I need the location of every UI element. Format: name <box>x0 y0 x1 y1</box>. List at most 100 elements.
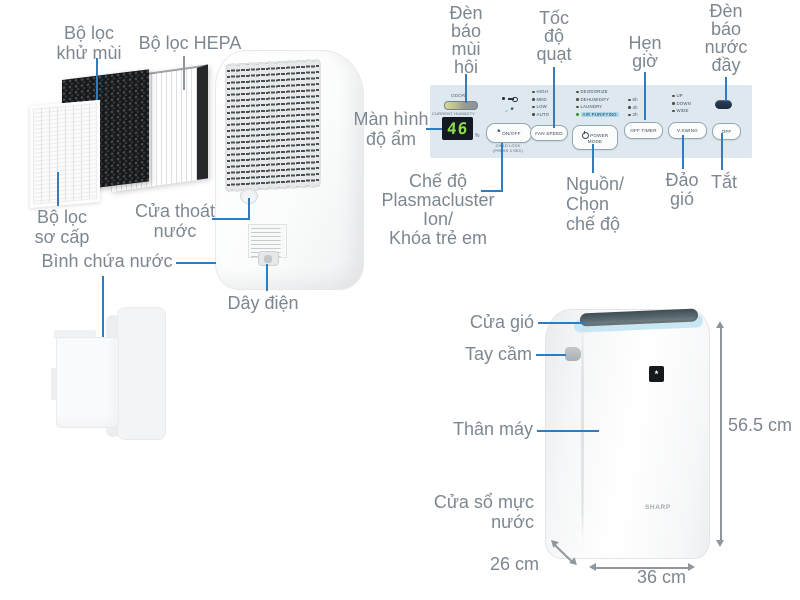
led-dot <box>672 109 675 112</box>
rating-label <box>248 224 287 258</box>
air-outlet-label: Cửa gió <box>469 312 534 332</box>
led-dot <box>672 94 675 97</box>
water-tank-image <box>56 337 119 428</box>
current-humidity-label: CURRENT HUMIDITY <box>432 111 476 116</box>
humidity-display-callout: Màn hình độ ẩm <box>353 109 429 149</box>
led-dot <box>532 105 535 108</box>
power-mode-button: POWER MODE <box>572 125 618 150</box>
plasmacluster-led <box>505 109 508 113</box>
leader-swing <box>682 135 684 169</box>
led-dot <box>672 102 675 105</box>
led-dot <box>532 98 535 101</box>
mode-indicators: DEODORIZE DEHUMIDIFY LAUNDRY AIR PURIFYI… <box>576 88 619 118</box>
odor-indicator-bar <box>444 101 478 110</box>
leader-tank-h <box>176 262 216 264</box>
water-tank-label: Bình chứa nước <box>41 251 173 271</box>
power-icon <box>581 131 589 139</box>
water-tank-notch <box>51 368 58 400</box>
leader-humidity-display <box>426 128 442 130</box>
leader-deodorizing-filter <box>96 58 98 100</box>
body-label: Thân máy <box>452 419 533 439</box>
pre-filter-image <box>30 99 100 208</box>
control-panel: ODOR CURRENT HUMIDITY 46 % * * ON/OFF CH… <box>430 85 752 158</box>
fan-speed-callout: Tốc độ quạt <box>536 8 572 64</box>
brand-logo: SHARP <box>645 504 671 511</box>
child-lock-indicator <box>502 96 518 102</box>
leader-plasmacluster-v <box>501 143 503 192</box>
power-cord-label: Dây điện <box>227 293 299 313</box>
width-dimension-line <box>596 567 689 569</box>
arrow-right-icon <box>688 563 695 571</box>
leader-air-outlet <box>538 322 586 324</box>
leader-handle <box>536 354 566 356</box>
off-timer-button: OFF TIMER <box>624 122 663 139</box>
leader-off <box>721 133 723 170</box>
plasmacluster-icon: * <box>510 106 514 115</box>
swing-callout: Đảo gió <box>665 170 699 209</box>
humidity-display: 46 <box>442 117 473 140</box>
height-value: 56.5 cm <box>728 415 793 435</box>
arrow-left-icon <box>589 563 596 571</box>
plasmacluster-icon: * <box>497 128 501 137</box>
percent-sign: % <box>475 133 480 139</box>
led-dot <box>628 98 631 101</box>
plasmacluster-indicator: * <box>505 106 514 115</box>
leader-water-full <box>725 77 727 101</box>
leader-pre-filter <box>57 172 59 206</box>
active-mode-indicator: AIR PURIFYING <box>576 111 619 119</box>
leader-body <box>537 430 599 432</box>
led-dot <box>628 106 631 109</box>
swing-indicators: UP DOWN WIDE <box>672 92 691 115</box>
leader-drain-h <box>212 218 250 220</box>
height-dimension-line <box>720 327 722 541</box>
leader-fan-speed <box>553 67 555 128</box>
led-dot <box>576 98 579 101</box>
water-window-label: Cửa sổ mực nước <box>433 492 534 532</box>
plasmacluster-badge: * <box>649 366 664 382</box>
odor-label: ODOR <box>451 93 466 98</box>
child-lock-caption: CHILD LOCK (PRESS 3 SEC) <box>492 144 524 153</box>
water-full-indicator <box>715 100 732 109</box>
water-tank-back-panel <box>117 307 166 440</box>
leader-cord <box>266 264 268 291</box>
led-dot <box>576 105 579 108</box>
off-callout: Tắt <box>710 172 737 192</box>
leader-power-select <box>592 144 594 173</box>
led-dot <box>576 90 579 93</box>
leader-hepa-filter <box>183 56 185 90</box>
back-vent-grille <box>225 58 321 192</box>
width-value: 36 cm <box>637 567 687 587</box>
led-dot-active <box>576 113 579 116</box>
deodorizing-filter-label: Bộ lọc khử mùi <box>56 23 122 63</box>
leader-tank-v <box>102 276 104 344</box>
on-off-button: * ON/OFF <box>486 123 532 143</box>
leader-timer <box>644 72 646 120</box>
front-unit-seam <box>581 320 584 546</box>
leader-drain-v <box>248 198 250 220</box>
plasmacluster-icon: * <box>654 369 659 379</box>
handle-label: Tay cầm <box>464 344 532 364</box>
water-tank-lip <box>54 330 96 339</box>
plasmacluster-callout: Chế độ Plasmacluster Ion/ Khóa trẻ em <box>381 171 495 248</box>
child-lock-led <box>502 97 505 100</box>
arrow-up-icon <box>716 321 724 328</box>
led-dot <box>532 113 535 116</box>
led-dot <box>628 113 631 116</box>
fan-speed-indicators: HIGH MED LOW AUTO <box>532 88 549 118</box>
pre-filter-label: Bộ lọc sơ cấp <box>34 207 90 247</box>
power-select-callout: Nguồn/ Chọn chế độ <box>566 174 625 234</box>
fan-speed-button: FAN SPEED <box>530 125 568 141</box>
timer-callout: Hẹn giờ <box>628 33 662 71</box>
depth-value: 26 cm <box>490 554 540 574</box>
off-button: OFF <box>712 123 741 140</box>
timer-indicators: 6h 4h 2h <box>628 96 638 119</box>
v-swing-button: V.SWING <box>668 122 707 139</box>
handle <box>565 347 581 361</box>
odor-light-callout: Đèn báo mùi hôi <box>449 3 483 77</box>
leader-odor-light <box>465 74 467 103</box>
leader-plasmacluster-h <box>481 190 503 192</box>
water-full-callout: Đèn báo nước đầy <box>704 1 748 75</box>
key-icon <box>507 96 518 102</box>
arrow-down-icon <box>716 540 724 547</box>
